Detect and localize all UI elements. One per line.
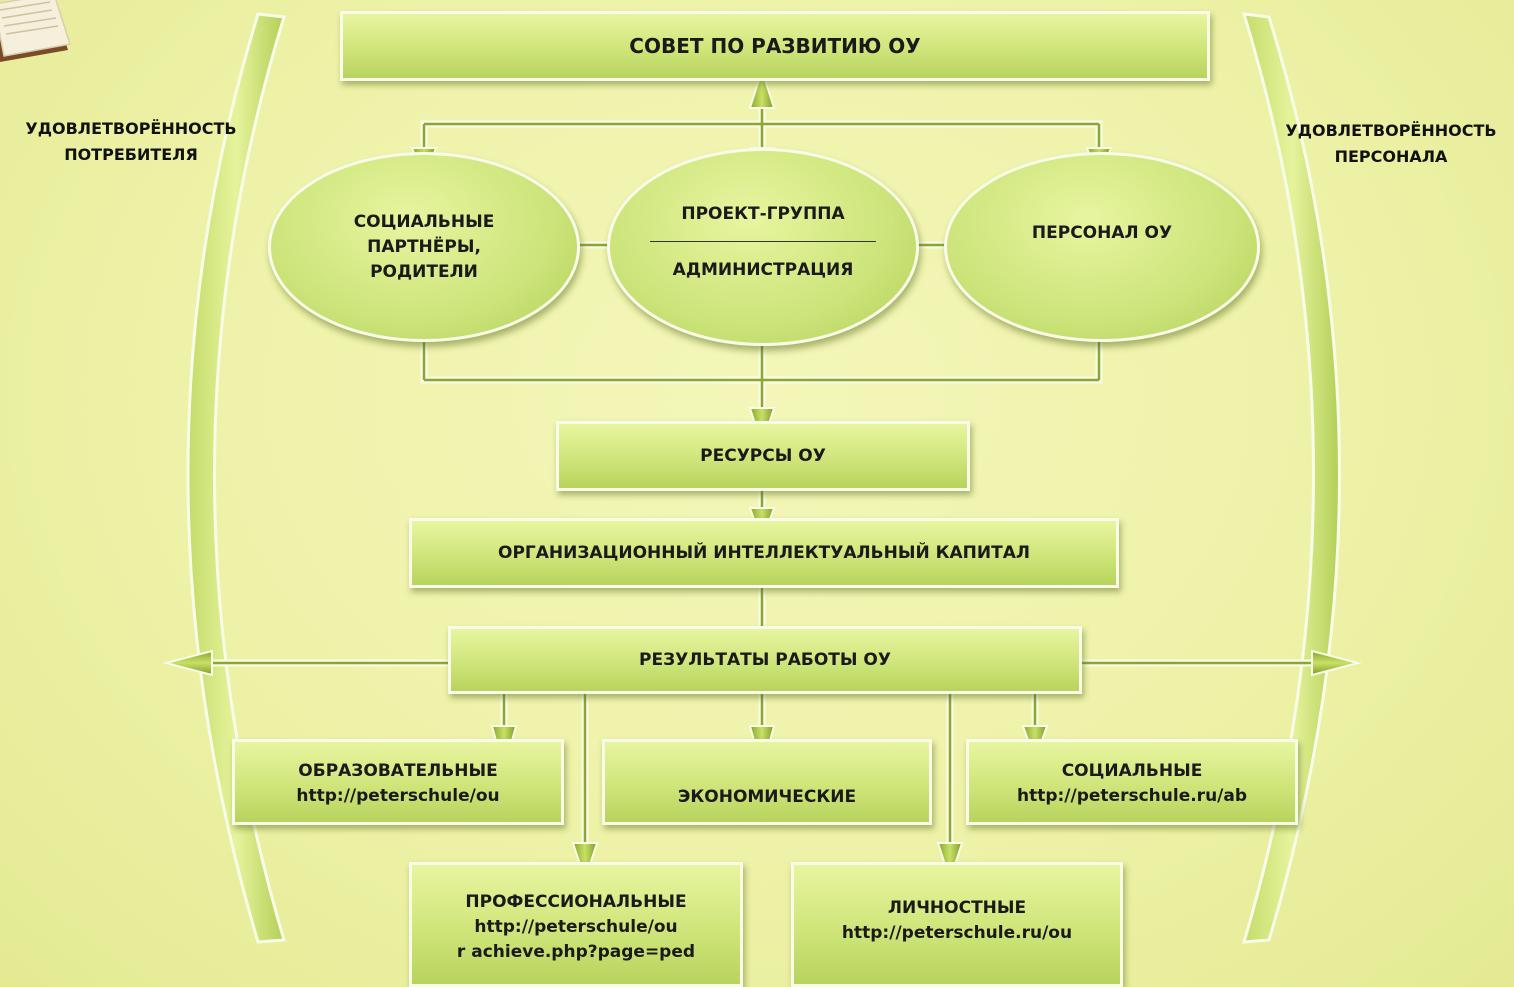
social-box: СОЦИАЛЬНЫЕ http://peterschule.ru/ab <box>966 739 1298 825</box>
educational-box: ОБРАЗОВАТЕЛЬНЫЕ http://peterschule/ou <box>232 739 564 825</box>
council-box: СОВЕТ ПО РАЗВИТИЮ ОУ <box>340 11 1210 81</box>
project-group-ellipse: ПРОЕКТ-ГРУППА АДМИНИСТРАЦИЯ <box>607 148 919 346</box>
arrow-down-personal <box>936 842 964 884</box>
left-arc <box>186 12 286 944</box>
arrow-up-council <box>748 66 776 109</box>
right-arc <box>1241 12 1341 944</box>
resources-box: РЕСУРСЫ ОУ <box>556 421 970 491</box>
professional-box: ПРОФЕССИОНАЛЬНЫЕ http://peterschule/ou r… <box>409 862 743 987</box>
book-icon <box>0 0 71 62</box>
divider-line <box>650 240 876 242</box>
arrow-right-staff <box>1311 649 1362 677</box>
economic-box: ЭКОНОМИЧЕСКИЕ <box>602 739 932 825</box>
capital-box: ОРГАНИЗАЦИОННЫЙ ИНТЕЛЛЕКТУАЛЬНЫЙ КАПИТАЛ <box>409 518 1119 588</box>
arrow-left-consumer <box>162 649 213 677</box>
consumer-satisfaction-label: УДОВЛЕТВОРЁННОСТЬ ПОТРЕБИТЕЛЯ <box>25 119 237 164</box>
results-box: РЕЗУЛЬТАТЫ РАБОТЫ ОУ <box>448 626 1082 694</box>
personal-box: ЛИЧНОСТНЫЕ http://peterschule.ru/ou <box>791 862 1123 987</box>
staff-ellipse: ПЕРСОНАЛ ОУ <box>944 152 1260 342</box>
partners-ellipse: СОЦИАЛЬНЫЕ ПАРТНЁРЫ, РОДИТЕЛИ <box>268 152 580 342</box>
arrow-down-professional <box>571 842 599 884</box>
staff-satisfaction-label: УДОВЛЕТВОРЁННОСТЬ ПЕРСОНАЛА <box>1285 121 1497 166</box>
